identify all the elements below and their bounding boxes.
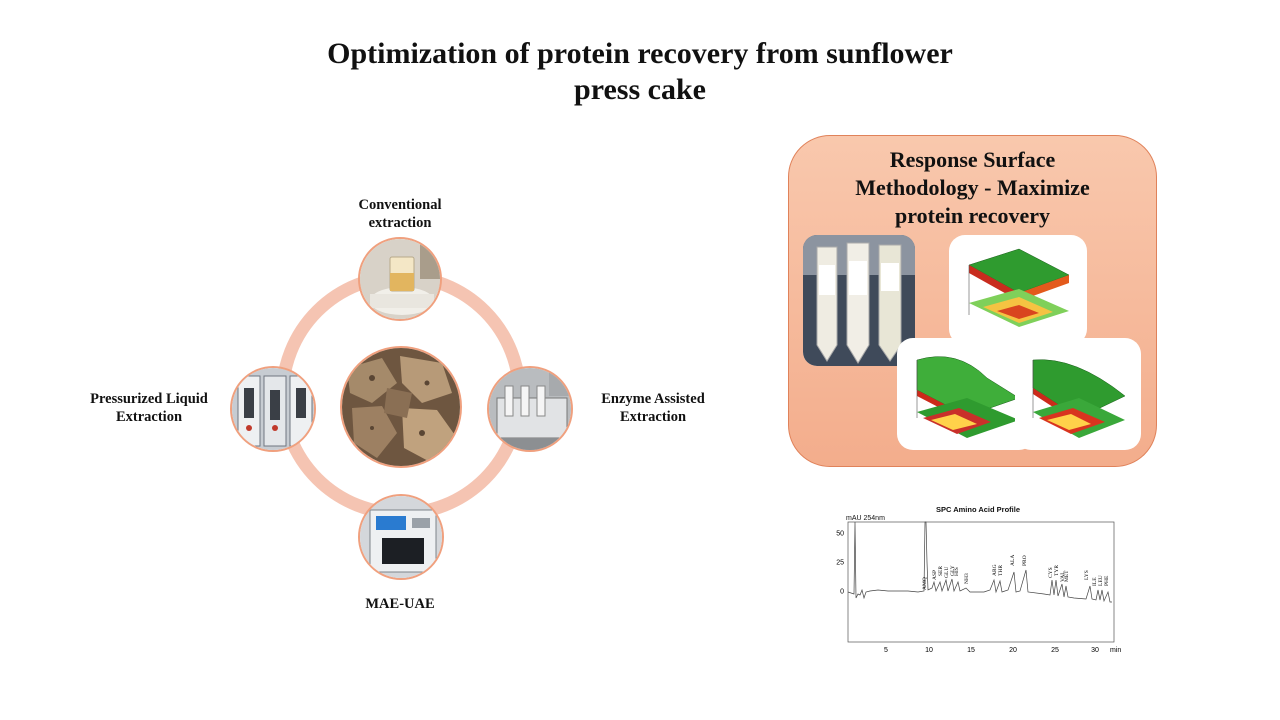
- chromatogram-peak-label: LYS: [1084, 570, 1090, 580]
- chromatogram-peak-label: GLU: [944, 567, 950, 578]
- chromatogram-peak-label: TYR: [1054, 565, 1060, 576]
- chromatogram-peak-label: SER: [938, 566, 944, 576]
- chromatogram-y-label: mAU 254nm: [846, 515, 885, 522]
- chromatogram-peak-label: LEU: [1098, 575, 1104, 586]
- pressurized-liquid-extraction-photo: [230, 366, 316, 452]
- chromatogram-y-tick: 25: [836, 560, 844, 567]
- mae-uae-photo: [358, 494, 444, 580]
- rsm-panel-title: Response Surface Methodology - Maximize …: [855, 147, 1090, 228]
- rsm-panel: Response Surface Methodology - Maximize …: [788, 135, 1157, 467]
- chromatogram-peak-label: GLY: [950, 565, 956, 576]
- label-enzyme-assisted-extraction: Enzyme Assisted Extraction: [601, 391, 705, 425]
- label-mae-uae: MAE-UAE: [365, 596, 435, 612]
- conventional-extraction-photo: [358, 237, 442, 321]
- response-surface-plot-1: [949, 235, 1087, 345]
- chromatogram-peak-label: THR: [998, 565, 1004, 576]
- response-surface-plot-2: [897, 338, 1035, 450]
- chromatogram-x-tick: 20: [1009, 647, 1017, 654]
- chromatogram-peak-label: AMQ: [922, 577, 928, 590]
- label-conventional-extraction: Conventional extraction: [358, 197, 442, 231]
- chromatogram-y-tick: 0: [840, 589, 844, 596]
- chromatogram-peak-label: ARG: [992, 564, 998, 576]
- amino-acid-chromatogram: SPC Amino Acid Profile mAU 254nm 50 25 0 5 1…: [808, 502, 1122, 654]
- chromatogram-peak-label: PHE: [1104, 575, 1110, 586]
- chromatogram-peak-label: ASP: [932, 570, 938, 580]
- chromatogram-peak-label: HIS: [954, 567, 960, 576]
- response-surface-plot-3: [1015, 338, 1141, 450]
- label-pressurized-liquid-extraction: Pressurized Liquid Extraction: [90, 391, 208, 425]
- chromatogram-trace: [847, 521, 1112, 603]
- chromatogram-x-tick: 5: [884, 647, 888, 654]
- chromatogram-y-tick: 50: [836, 531, 844, 538]
- chromatogram-peak-label: ILE: [1092, 577, 1098, 586]
- chromatogram-peak-label: VAL: [1060, 571, 1066, 582]
- chromatogram-peak-label: MET: [1064, 570, 1070, 582]
- page-title: Optimization of protein recovery from su…: [327, 37, 953, 106]
- chromatogram-x-tick: 15: [967, 647, 975, 654]
- press-cake-photo: [340, 346, 462, 468]
- chromatogram-x-tick: 25: [1051, 647, 1059, 654]
- sample-tubes-photo: [803, 235, 915, 366]
- enzyme-assisted-extraction-photo: [487, 366, 573, 452]
- chromatogram-frame: [847, 521, 1115, 643]
- chromatogram-x-unit: min: [1110, 647, 1121, 654]
- chromatogram-peak-label: ALA: [1010, 555, 1016, 566]
- chromatogram-title: SPC Amino Acid Profile: [936, 505, 1020, 514]
- chromatogram-x-tick: 30: [1091, 647, 1099, 654]
- chromatogram-peak-label: NH3: [964, 573, 970, 584]
- chromatogram-peak-label: PRO: [1022, 555, 1028, 566]
- chromatogram-x-tick: 10: [925, 647, 933, 654]
- chromatogram-peak-label: CYS: [1048, 567, 1054, 578]
